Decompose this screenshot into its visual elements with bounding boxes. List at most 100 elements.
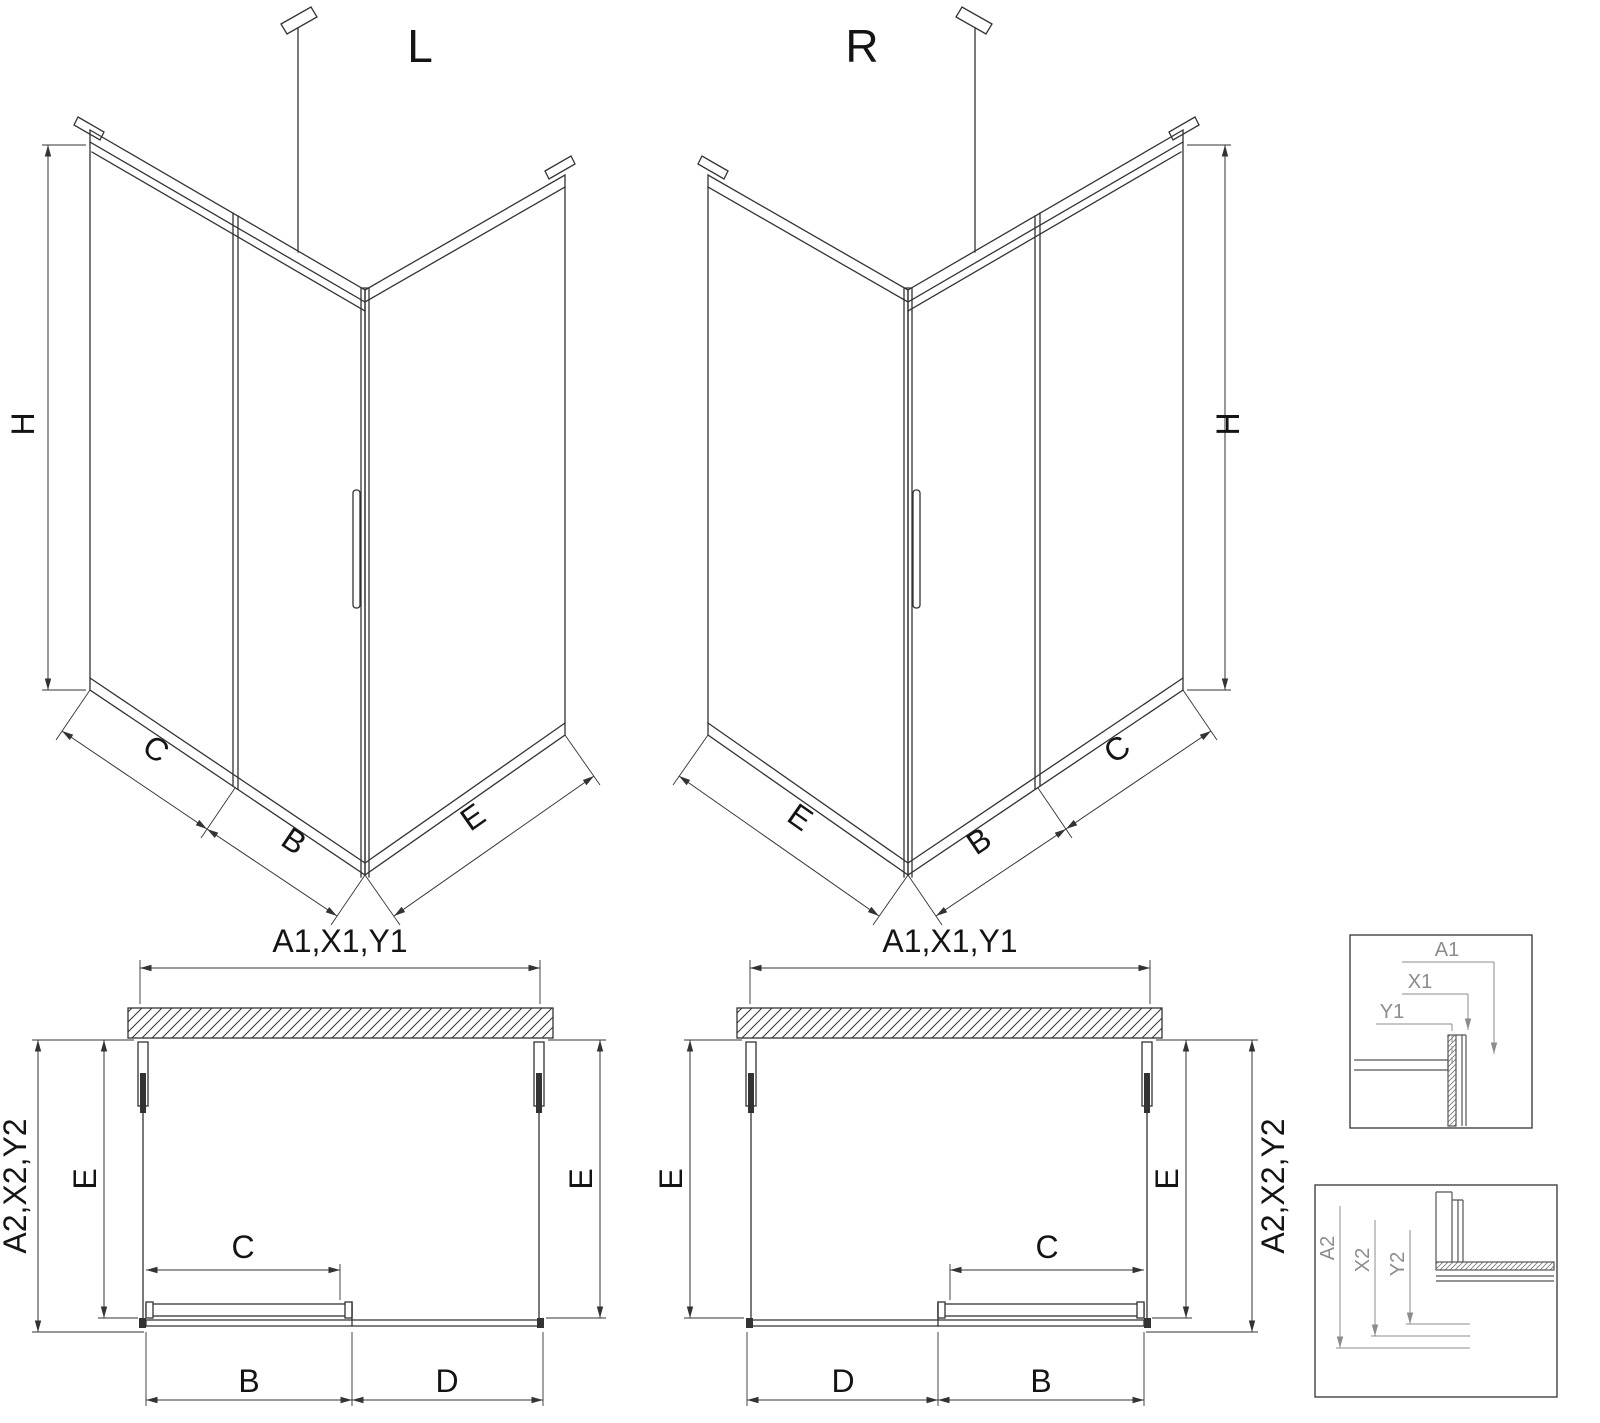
- door-cap-right: [344, 1301, 353, 1319]
- detail-view-width: A1 X1 Y1: [1349, 934, 1533, 1129]
- detail-label-x2: X2: [1352, 1248, 1374, 1272]
- door-handle: [912, 489, 921, 609]
- track-block-right: [1144, 1318, 1151, 1328]
- wall-section: [1354, 1059, 1449, 1071]
- extension-lines-width: [139, 960, 541, 1004]
- iso-view-right: R H C B E: [672, 6, 1246, 926]
- top-rail: [707, 141, 1184, 303]
- dim-label-door-left-plan: B: [238, 1363, 259, 1399]
- iso-right-dimensions: [672, 144, 1231, 926]
- extension-lines-side: [364, 734, 601, 926]
- iso-left-structure: [73, 6, 576, 878]
- extension-lines-bottom: [907, 689, 1218, 926]
- door-cap-left: [145, 1301, 154, 1319]
- corner-post: [903, 287, 913, 878]
- door-handle: [352, 489, 361, 609]
- dim-line-door: [935, 828, 1067, 917]
- dim-label-sideR-left-plan: E: [563, 1168, 599, 1189]
- track-section: [1436, 1275, 1554, 1282]
- dim-line-fixed: [1065, 730, 1212, 830]
- dim-label-width-left-plan: A1,X1,Y1: [272, 923, 407, 959]
- top-rail: [89, 141, 566, 303]
- door-edge: [1034, 212, 1041, 790]
- dim-label-sideR-right-plan: E: [1149, 1168, 1185, 1189]
- bottom-rail: [89, 677, 566, 864]
- side-wall-glass: [364, 173, 566, 877]
- dim-label-height-right: H: [1210, 412, 1246, 435]
- dim-line-door: [206, 828, 338, 917]
- track-block-left: [139, 1318, 146, 1328]
- dim-label-sideL-right-plan: E: [653, 1168, 689, 1189]
- dim-label-sideL-left-plan: E: [67, 1168, 103, 1189]
- dim-label-door-right: B: [960, 820, 998, 862]
- dim-label-side-right: E: [781, 796, 819, 838]
- door-cap-right: [1136, 1301, 1145, 1319]
- extension-lines-height: [42, 144, 86, 691]
- dim-label-fixed-left-plan: D: [435, 1363, 458, 1399]
- dim-label-clear-left-plan: C: [231, 1229, 254, 1265]
- door-track: [746, 1319, 1145, 1327]
- detail-border: [1314, 1184, 1558, 1398]
- extension-lines-bottom: [55, 689, 366, 926]
- door-track: [145, 1319, 544, 1327]
- door-cap-left: [937, 1301, 946, 1319]
- variant-label-left: L: [407, 20, 433, 72]
- plan-right-structure: [736, 1007, 1163, 1328]
- extension-lines-side: [672, 734, 909, 926]
- profile-section: [1452, 1199, 1464, 1262]
- wall-hatched: [127, 1007, 554, 1039]
- wall-bracket-left: [73, 116, 105, 141]
- dim-label-width-right-plan: A1,X1,Y1: [882, 923, 1017, 959]
- ceiling-bracket: [955, 6, 993, 35]
- wall-hatched: [736, 1007, 1163, 1039]
- top-rail-inner: [91, 151, 366, 312]
- sliding-door-panel: [937, 1303, 1145, 1317]
- detail-label-y2: Y2: [1387, 1252, 1409, 1276]
- dim-line-side: [678, 775, 880, 917]
- dim-line-fixed: [61, 730, 208, 830]
- sliding-door-panel: [145, 1303, 353, 1317]
- plan-left-structure: [127, 1007, 554, 1328]
- dim-label-fixed-left: C: [137, 727, 176, 770]
- detail-label-y1: Y1: [1380, 1001, 1404, 1023]
- wall-bracket-right: [1168, 116, 1200, 141]
- iso-view-left: L H C B E: [5, 6, 601, 926]
- corner-post: [360, 287, 370, 878]
- ceiling-bracket: [280, 6, 318, 35]
- plan-left-dimensions: [32, 960, 606, 1406]
- top-rail-inner: [907, 151, 1182, 312]
- dim-label-clear-right-plan: C: [1035, 1229, 1058, 1265]
- dim-label-depth-left-plan: A2,X2,Y2: [0, 1118, 33, 1253]
- track-block-left: [746, 1318, 753, 1328]
- plan-right-dimensions: [684, 960, 1258, 1406]
- extension-lines-door-fixed: [145, 1332, 544, 1406]
- plan-view-right: A1,X1,Y1 A2,X2,Y2 E E C B D: [653, 923, 1291, 1406]
- iso-left-dimensions: [42, 144, 601, 926]
- dim-label-height-left: H: [5, 412, 41, 435]
- extension-lines-depth-right: [546, 1039, 606, 1319]
- dim-line-side: [393, 775, 595, 917]
- detail-label-a2: A2: [1317, 1236, 1339, 1260]
- detail-border: [1349, 934, 1533, 1129]
- door-edge: [232, 212, 239, 790]
- extension-lines-width: [749, 960, 1151, 1004]
- dim-label-depth-right-plan: A2,X2,Y2: [1255, 1118, 1291, 1253]
- detail-label-a1: A1: [1435, 939, 1459, 961]
- detail-label-x1: X1: [1408, 971, 1432, 993]
- extension-lines-depth-left: [684, 1039, 744, 1319]
- extension-lines-depth-left: [32, 1039, 144, 1333]
- dim-label-side-left: E: [454, 796, 492, 838]
- dim-label-door-left: B: [275, 820, 313, 862]
- right-wall-glass: [907, 128, 1184, 877]
- dim-label-fixed-right: C: [1097, 727, 1136, 770]
- side-wall-glass: [707, 173, 909, 877]
- extension-lines-depth-right: [1146, 1039, 1258, 1333]
- dim-label-fixed-right-plan: D: [831, 1363, 854, 1399]
- extension-lines-door-fixed: [746, 1332, 1145, 1406]
- detail-view-depth: A2 X2 Y2: [1314, 1184, 1558, 1398]
- wall-bracket-right: [544, 155, 576, 180]
- variant-label-right: R: [845, 20, 878, 72]
- left-wall-glass: [89, 128, 366, 877]
